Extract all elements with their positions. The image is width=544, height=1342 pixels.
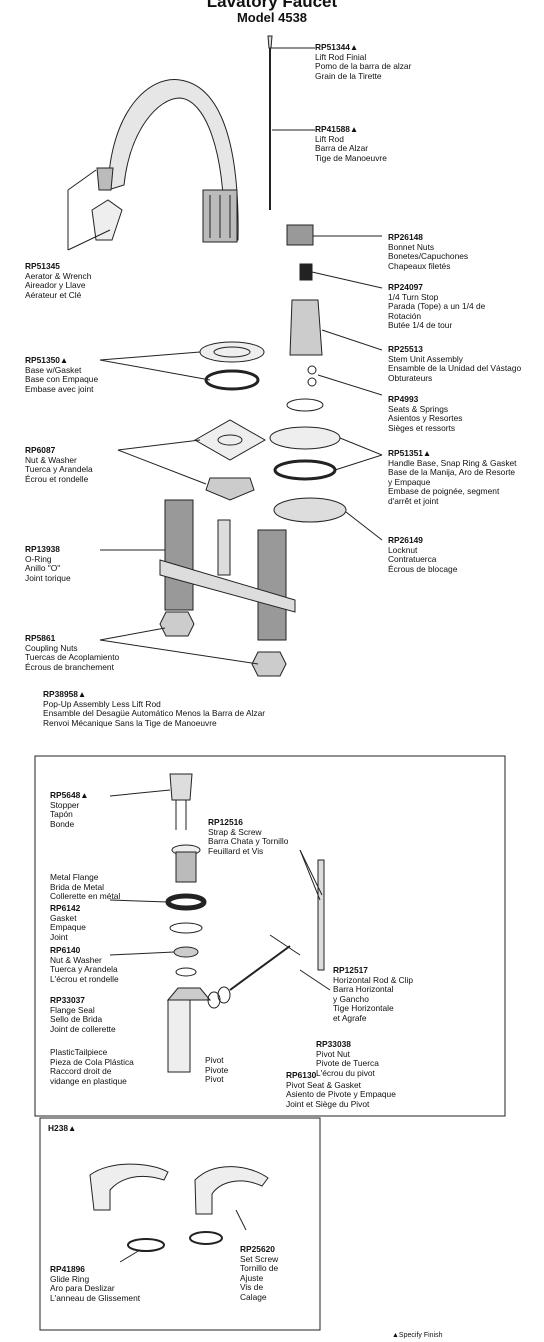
specify-finish-footnote: ▲Specify Finish	[392, 1332, 443, 1339]
page-title: Lavatory Faucet	[206, 0, 338, 11]
handle-kit-title: H238▲	[48, 1123, 77, 1133]
model-number: Model 4538	[236, 10, 308, 25]
